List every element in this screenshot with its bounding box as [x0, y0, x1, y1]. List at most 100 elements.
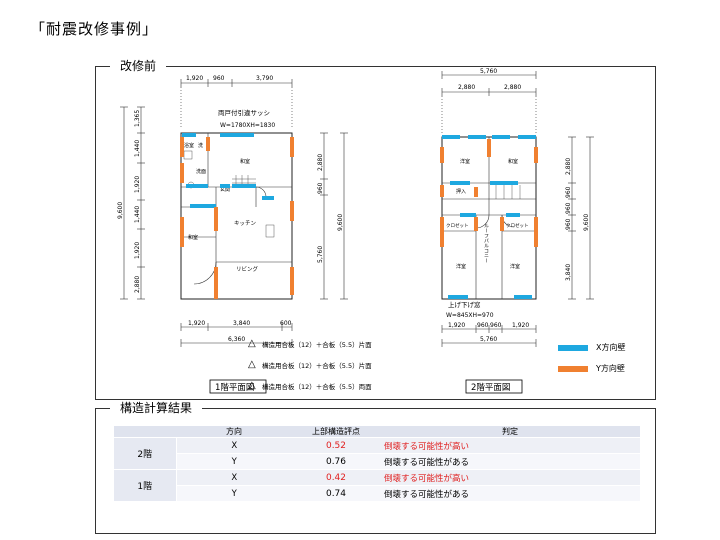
direction-cell: Y: [176, 453, 292, 470]
f1-right-dim-1: 2,880: [317, 154, 324, 171]
f1-x-wall: [182, 133, 196, 137]
f2-room-western-1: 洋室: [460, 158, 470, 165]
f1-room-washroom: 洗面: [196, 168, 206, 175]
f2-x-wall: [450, 181, 470, 185]
f2-right-dim-1: 2,880: [565, 158, 572, 175]
floor-cell-1f: 1階: [114, 469, 177, 502]
judgement-cell: 倒壊する可能性がある: [380, 453, 640, 470]
f1-y-wall: [214, 267, 218, 299]
f1-y-wall: [290, 137, 294, 157]
f1-left-dim-6: 2,880: [134, 276, 141, 293]
f2-y-wall: [500, 217, 504, 231]
header-direction: 方向: [176, 426, 292, 438]
f2-y-wall: [534, 217, 538, 247]
f1-room-japanese-1: 和室: [240, 158, 250, 165]
triangle-b-icon: △: [248, 359, 256, 370]
f2-y-wall: [440, 147, 444, 163]
f2-x-wall: [492, 135, 510, 139]
f1-left-dim-5: 1,920: [134, 242, 141, 259]
f2-bottom-dim-1: 1,920: [448, 322, 465, 329]
score-cell: 0.74: [292, 485, 380, 502]
f1-x-wall: [220, 133, 254, 137]
direction-cell: X: [176, 437, 292, 454]
header-floor: [114, 426, 176, 438]
f2-x-wall: [468, 135, 486, 139]
floor-cell-2f: 2階: [114, 437, 177, 470]
f2-room-western-3: 洋室: [510, 263, 520, 270]
legend-y-swatch: [558, 365, 588, 372]
f2-y-wall: [440, 217, 444, 247]
f2-room-western-2: 洋室: [456, 263, 466, 270]
f2-top-total: 5,760: [480, 68, 497, 75]
table-row: 1階 X 0.42 倒壊する可能性が高い: [114, 469, 640, 502]
f2-y-wall: [487, 139, 491, 157]
result-table: 方向 上部構造評点 判定 2階 X 0.52 倒壊する可能性が高い Y 0.76…: [114, 426, 640, 502]
f2-y-wall: [474, 217, 478, 231]
f1-left-dim-3: 1,920: [134, 176, 141, 193]
wall-markers: [180, 133, 538, 299]
direction-cell: Y: [176, 485, 292, 502]
note-text-a: 構造用合板（12）＋合板（5.5）片面: [262, 340, 372, 349]
note-text-e: 構造用合板（12）＋合板（5.5）両面: [262, 382, 372, 391]
f1-bottom-dim-1: 1,920: [188, 320, 205, 327]
f1-room-wash: 洗: [198, 142, 203, 149]
f1-top-dim-3: 3,790: [256, 75, 273, 82]
f1-y-wall: [214, 207, 218, 231]
f1-window-size: W=1780XH=1830: [220, 122, 275, 129]
f2-right-dim-2: 960: [565, 186, 572, 198]
f1-left-dim-1: 1,365: [134, 110, 141, 127]
legend-y-label: Y方向壁: [596, 364, 625, 373]
f1-y-wall: [290, 267, 294, 295]
f1-x-wall: [232, 184, 256, 188]
table-row: Y 0.76 倒壊する可能性がある: [114, 453, 640, 470]
f1-x-wall: [262, 196, 274, 200]
f2-bottom-total: 5,760: [480, 336, 497, 343]
f2-window-label: 上げ下げ窓: [448, 300, 481, 309]
f1-x-wall: [186, 184, 208, 188]
f2-room-clothes-1: クロゼット: [446, 222, 469, 229]
f1-top-dim-1: 1,920: [186, 75, 203, 82]
structural-result-label: 構造計算結果: [110, 400, 203, 416]
f1-right-dim-3: 5,760: [317, 246, 324, 263]
score-cell: 0.52: [292, 437, 380, 454]
f2-x-wall: [442, 135, 460, 139]
note-text-b: 構造用合板（12）＋合板（5.5）片面: [262, 361, 372, 370]
f1-right-dim-2: 960: [317, 182, 324, 194]
f2-y-wall: [440, 185, 444, 197]
f2-right-dim-3: 960: [565, 202, 572, 214]
f2-x-wall: [506, 213, 520, 217]
f2-right-dim-4: 960: [565, 218, 572, 230]
f2-bottom-dim-4: 1,920: [512, 322, 529, 329]
f1-left-dim-4: 1,440: [134, 206, 141, 223]
legend-x: X方向壁: [558, 342, 625, 353]
f1-x-wall: [220, 184, 230, 188]
f1-y-wall: [180, 163, 184, 183]
f1-room-bath: 浴室: [184, 142, 194, 149]
legend-x-swatch: [558, 344, 588, 351]
judgement-cell: 倒壊する可能性が高い: [380, 469, 640, 486]
note-row: △ 構造用合板（12）＋合板（5.5）両面: [248, 375, 372, 396]
f1-y-wall: [180, 217, 184, 247]
judgement-cell: 倒壊する可能性がある: [380, 485, 640, 502]
f1-y-wall: [290, 201, 294, 221]
direction-cell: X: [176, 469, 292, 486]
f1-y-wall: [206, 137, 210, 151]
f2-x-wall: [490, 181, 518, 185]
floor1-caption: 1階平面図: [215, 382, 254, 393]
f1-right-total: 9,600: [337, 214, 344, 231]
legend-y: Y方向壁: [558, 363, 625, 374]
floor2-caption: 2階平面図: [471, 382, 510, 393]
structural-result-panel: 構造計算結果 方向 上部構造評点 判定 2階 X 0.52 倒壊する可能性が高い…: [95, 400, 656, 534]
f1-window-label: 両戸付引違サッシ: [218, 108, 270, 117]
f1-bottom-dim-3: 600: [280, 320, 292, 327]
f1-room-entrance: 玄関: [220, 186, 230, 193]
score-cell: 0.76: [292, 453, 380, 470]
f1-room-living: リビング: [236, 265, 259, 273]
f2-x-wall: [518, 135, 536, 139]
wall-notes: △ 構造用合板（12）＋合板（5.5）片面 △ 構造用合板（12）＋合板（5.5…: [248, 333, 372, 396]
f2-top-dim-2: 2,880: [504, 84, 521, 91]
legend-x-label: X方向壁: [596, 343, 626, 352]
header-judgement: 判定: [380, 426, 640, 438]
f2-x-wall: [514, 295, 532, 299]
f2-bottom-dim-2: 960: [477, 322, 489, 329]
